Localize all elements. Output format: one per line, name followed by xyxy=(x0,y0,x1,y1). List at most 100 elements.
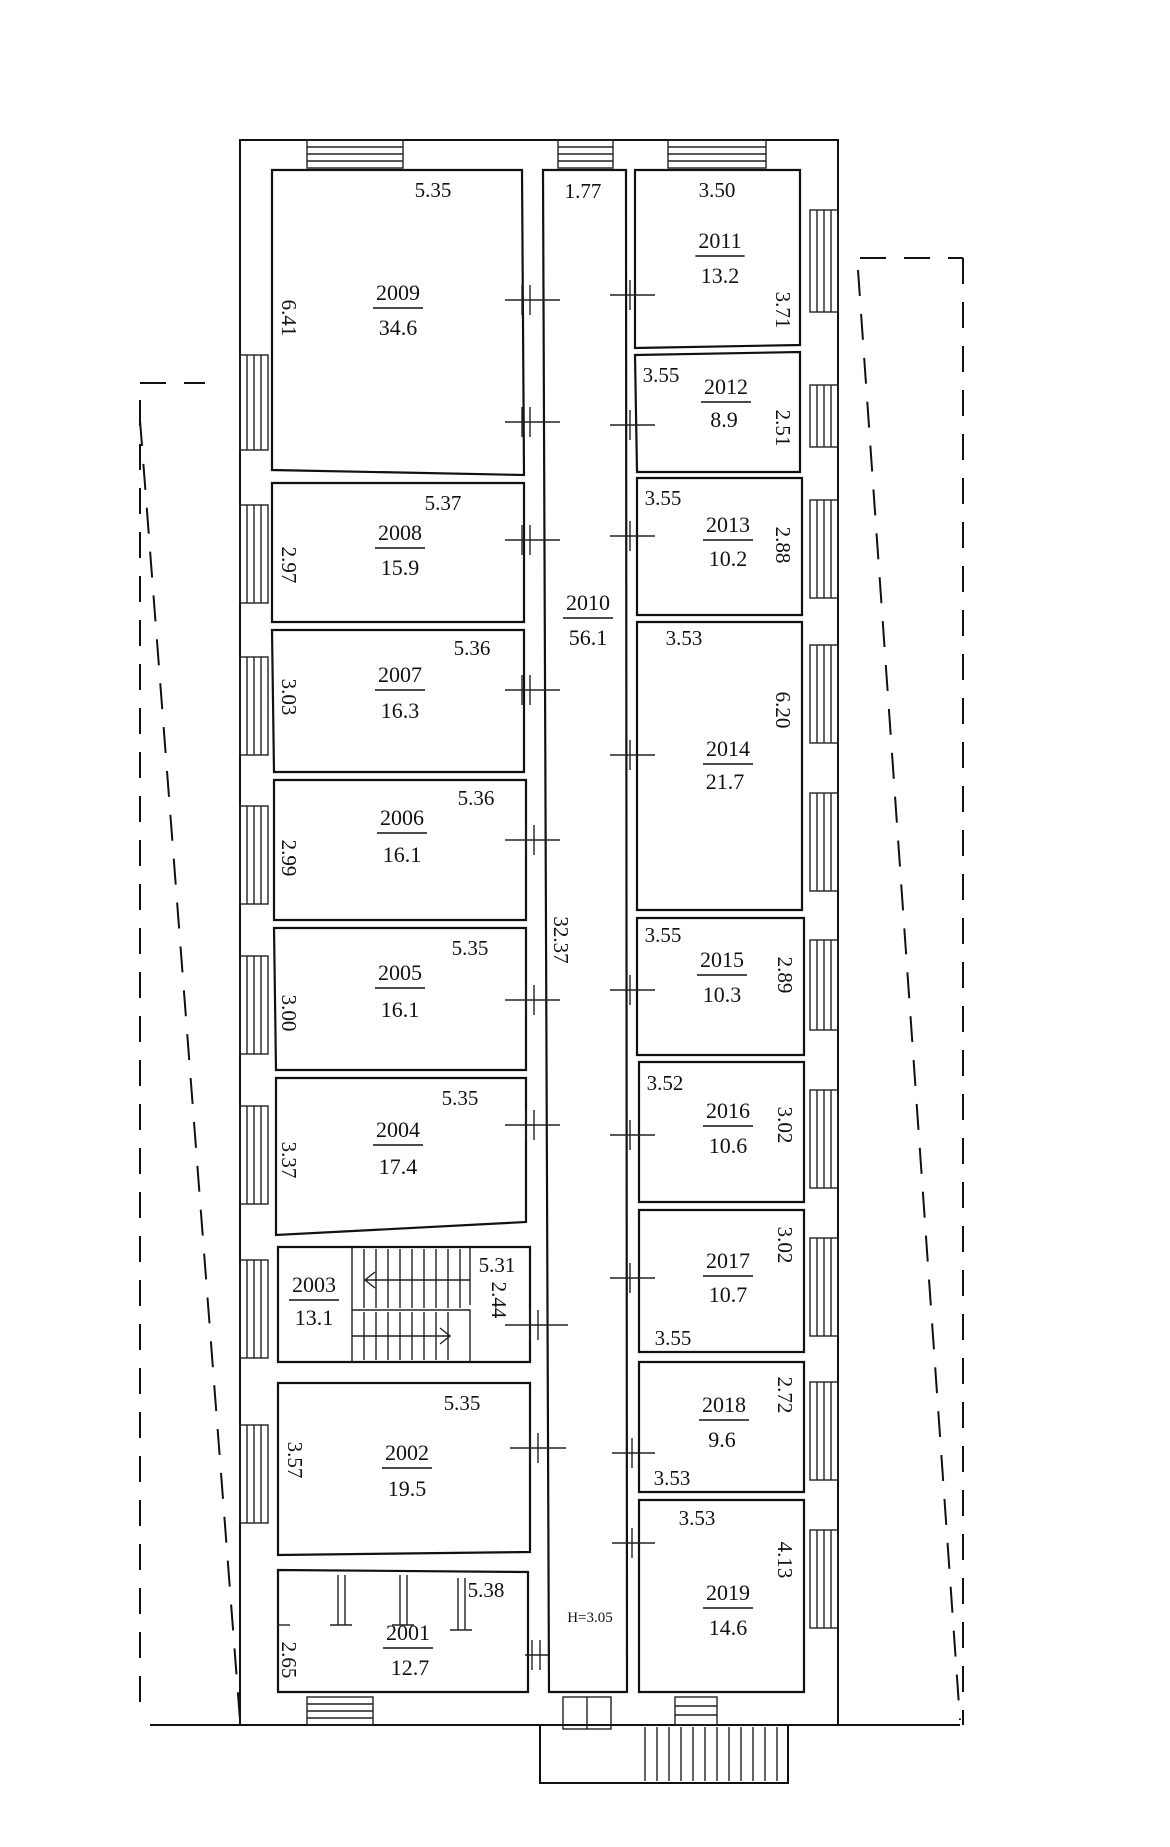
room-2019-area: 14.6 xyxy=(709,1615,748,1640)
room-2017-width: 3.55 xyxy=(655,1326,692,1350)
dimension-labels: 5.35 5.37 5.36 5.36 5.35 5.35 5.31 5.35 … xyxy=(277,178,797,1678)
dashed-annex-right xyxy=(840,257,964,1726)
room-2010-outline xyxy=(541,168,629,1694)
window-top-3 xyxy=(667,139,767,169)
room-2001-height: 2.65 xyxy=(277,1642,301,1679)
room-outlines xyxy=(270,168,806,1694)
room-2008-area: 15.9 xyxy=(381,555,420,580)
room-2013-area: 10.2 xyxy=(709,546,748,571)
room-2006-area: 16.1 xyxy=(383,842,422,867)
toilet-partitions xyxy=(278,1575,472,1631)
room-2009-height: 6.41 xyxy=(277,300,301,337)
room-2006-width: 5.36 xyxy=(458,786,495,810)
corridor-length: 32.37 xyxy=(549,916,573,963)
dashed-annex-left xyxy=(139,382,241,1721)
room-2016-width: 3.52 xyxy=(647,1071,684,1095)
room-2008-outline xyxy=(270,481,526,624)
room-2013-number: 2013 xyxy=(706,512,750,537)
staircase xyxy=(351,1247,471,1362)
room-2005-width: 5.35 xyxy=(452,936,489,960)
room-2011-number: 2011 xyxy=(698,228,741,253)
room-2019-outline xyxy=(637,1498,806,1694)
room-2016-area: 10.6 xyxy=(709,1133,748,1158)
room-2016-number: 2016 xyxy=(706,1098,750,1123)
room-2007-number: 2007 xyxy=(378,662,422,687)
room-2008-number: 2008 xyxy=(378,520,422,545)
room-2007-height: 3.03 xyxy=(277,679,301,716)
room-2017-height: 3.02 xyxy=(773,1227,797,1264)
room-2004-width: 5.35 xyxy=(442,1086,479,1110)
porch-steps xyxy=(644,1727,778,1781)
room-2014-number: 2014 xyxy=(706,736,750,761)
room-2005-height: 3.00 xyxy=(277,995,301,1032)
room-2007-area: 16.3 xyxy=(381,698,420,723)
room-2005-number: 2005 xyxy=(378,960,422,985)
ceiling-height: H=3.05 xyxy=(567,1610,613,1626)
windows-left-wall xyxy=(239,354,269,1524)
room-2007-outline xyxy=(270,628,526,774)
windows-right-wall xyxy=(809,209,839,1629)
room-2011-outline xyxy=(633,168,802,350)
room-2014-width: 3.53 xyxy=(666,626,703,650)
room-2019-height: 4.13 xyxy=(773,1542,797,1579)
stair-arrow-down-icon xyxy=(352,1327,452,1345)
room-labels: 2009 34.6 2008 15.9 2007 16.3 2006 16.1 … xyxy=(292,228,750,1680)
room-2012-width: 3.55 xyxy=(643,363,680,387)
room-2003-outline xyxy=(276,1245,532,1364)
room-2016-height: 3.02 xyxy=(773,1107,797,1144)
room-2009-width: 5.35 xyxy=(415,178,452,202)
room-2009-area: 34.6 xyxy=(379,315,418,340)
room-2013-outline xyxy=(635,476,804,617)
window-bottom-2 xyxy=(674,1696,718,1726)
room-2012-outline xyxy=(633,350,802,474)
room-2002-number: 2002 xyxy=(385,1440,429,1465)
room-2012-number: 2012 xyxy=(704,374,748,399)
room-2018-number: 2018 xyxy=(702,1392,746,1417)
room-2004-height: 3.37 xyxy=(277,1142,301,1179)
room-2001-outline xyxy=(276,1568,530,1694)
room-2018-width: 3.53 xyxy=(654,1466,691,1490)
room-2003-area: 13.1 xyxy=(295,1305,334,1330)
room-2013-height: 2.88 xyxy=(771,527,795,564)
room-2015-area: 10.3 xyxy=(703,982,742,1007)
room-2006-height: 2.99 xyxy=(277,840,301,877)
window-top-2 xyxy=(557,139,614,169)
room-2012-area: 8.9 xyxy=(710,407,738,432)
outer-walls xyxy=(150,139,960,1784)
room-2017-number: 2017 xyxy=(706,1248,750,1273)
room-2008-width: 5.37 xyxy=(425,491,462,515)
room-2013-width: 3.55 xyxy=(645,486,682,510)
room-2011-area: 13.2 xyxy=(701,263,740,288)
room-2015-outline xyxy=(635,916,806,1057)
doors-left xyxy=(505,285,568,1670)
room-2002-height: 3.57 xyxy=(283,1442,307,1479)
room-2008-height: 2.97 xyxy=(277,547,301,584)
room-label-underlines xyxy=(289,255,753,1649)
room-2018-height: 2.72 xyxy=(773,1377,797,1414)
window-bottom-1 xyxy=(306,1696,374,1726)
room-2003-width: 5.31 xyxy=(479,1253,516,1277)
room-2016-outline xyxy=(637,1060,806,1204)
doors-right xyxy=(610,280,655,1558)
room-2009-outline xyxy=(270,168,526,477)
windows xyxy=(239,139,839,1781)
corridor-width: 1.77 xyxy=(565,179,602,203)
room-2009-number: 2009 xyxy=(376,280,420,305)
room-2007-width: 5.36 xyxy=(454,636,491,660)
room-2004-area: 17.4 xyxy=(379,1154,418,1179)
room-2018-outline xyxy=(637,1360,806,1494)
room-2011-height: 3.71 xyxy=(771,292,795,329)
room-2011-width: 3.50 xyxy=(699,178,736,202)
room-2001-width: 5.38 xyxy=(468,1578,505,1602)
room-2015-number: 2015 xyxy=(700,947,744,972)
door-bottom-corridor xyxy=(562,1696,612,1730)
room-2002-outline xyxy=(276,1381,532,1557)
room-2003-height: 2.44 xyxy=(487,1282,511,1319)
stair-arrow-up-icon xyxy=(363,1271,470,1289)
room-2012-height: 2.51 xyxy=(771,410,795,447)
room-2004-outline xyxy=(274,1076,528,1237)
room-2002-area: 19.5 xyxy=(388,1476,427,1501)
room-2014-height: 6.20 xyxy=(771,692,795,729)
room-2014-outline xyxy=(635,620,804,912)
